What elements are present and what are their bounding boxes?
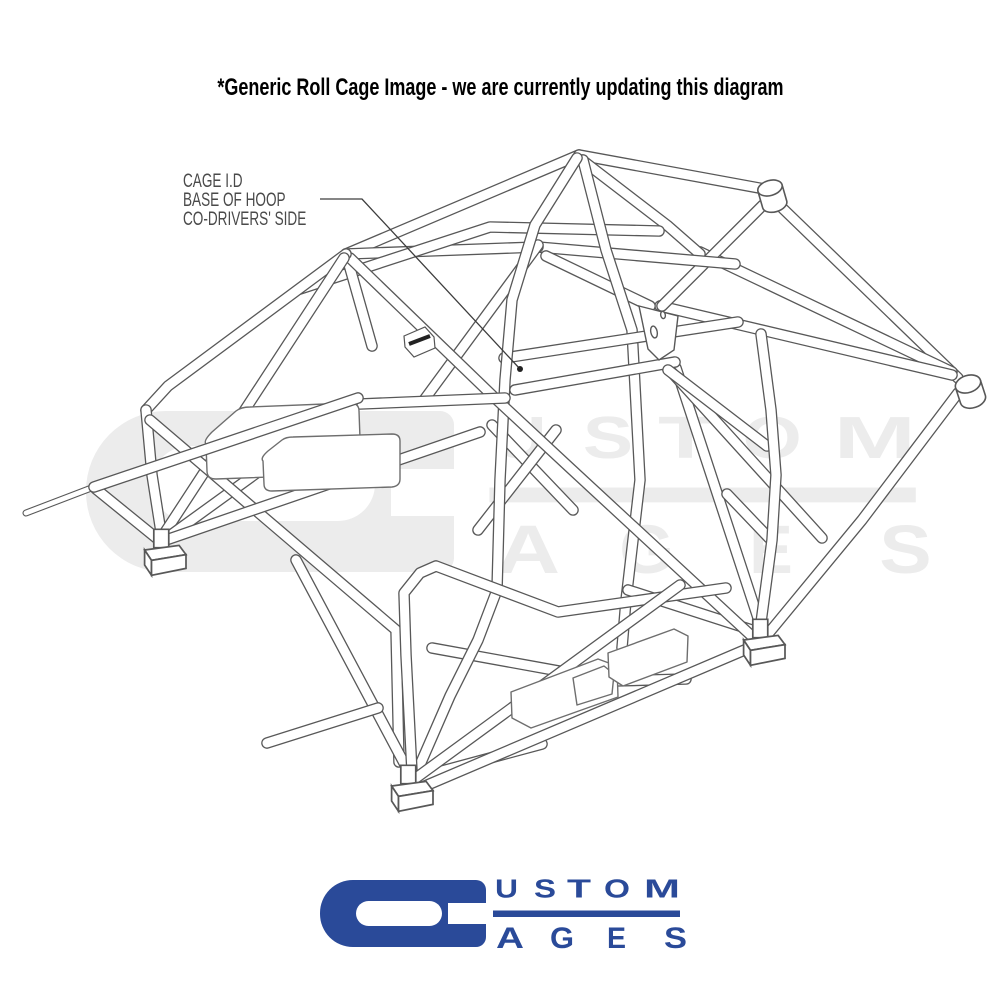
svg-text:E: E	[607, 922, 626, 955]
svg-text:A: A	[496, 922, 524, 955]
svg-text:M: M	[644, 874, 680, 904]
svg-text:G: G	[550, 922, 574, 955]
svg-text:O: O	[604, 874, 630, 904]
svg-text:T: T	[567, 874, 591, 904]
svg-text:A: A	[496, 512, 560, 588]
svg-text:U: U	[495, 874, 518, 904]
svg-text:BASE OF HOOP: BASE OF HOOP	[183, 190, 286, 211]
svg-text:CAGE I.D: CAGE I.D	[183, 171, 243, 192]
svg-text:S: S	[583, 404, 633, 471]
svg-text:S: S	[664, 922, 687, 955]
svg-text:S: S	[879, 512, 931, 588]
svg-text:CO-DRIVERS' SIDE: CO-DRIVERS' SIDE	[183, 209, 306, 230]
svg-text:S: S	[534, 874, 556, 904]
